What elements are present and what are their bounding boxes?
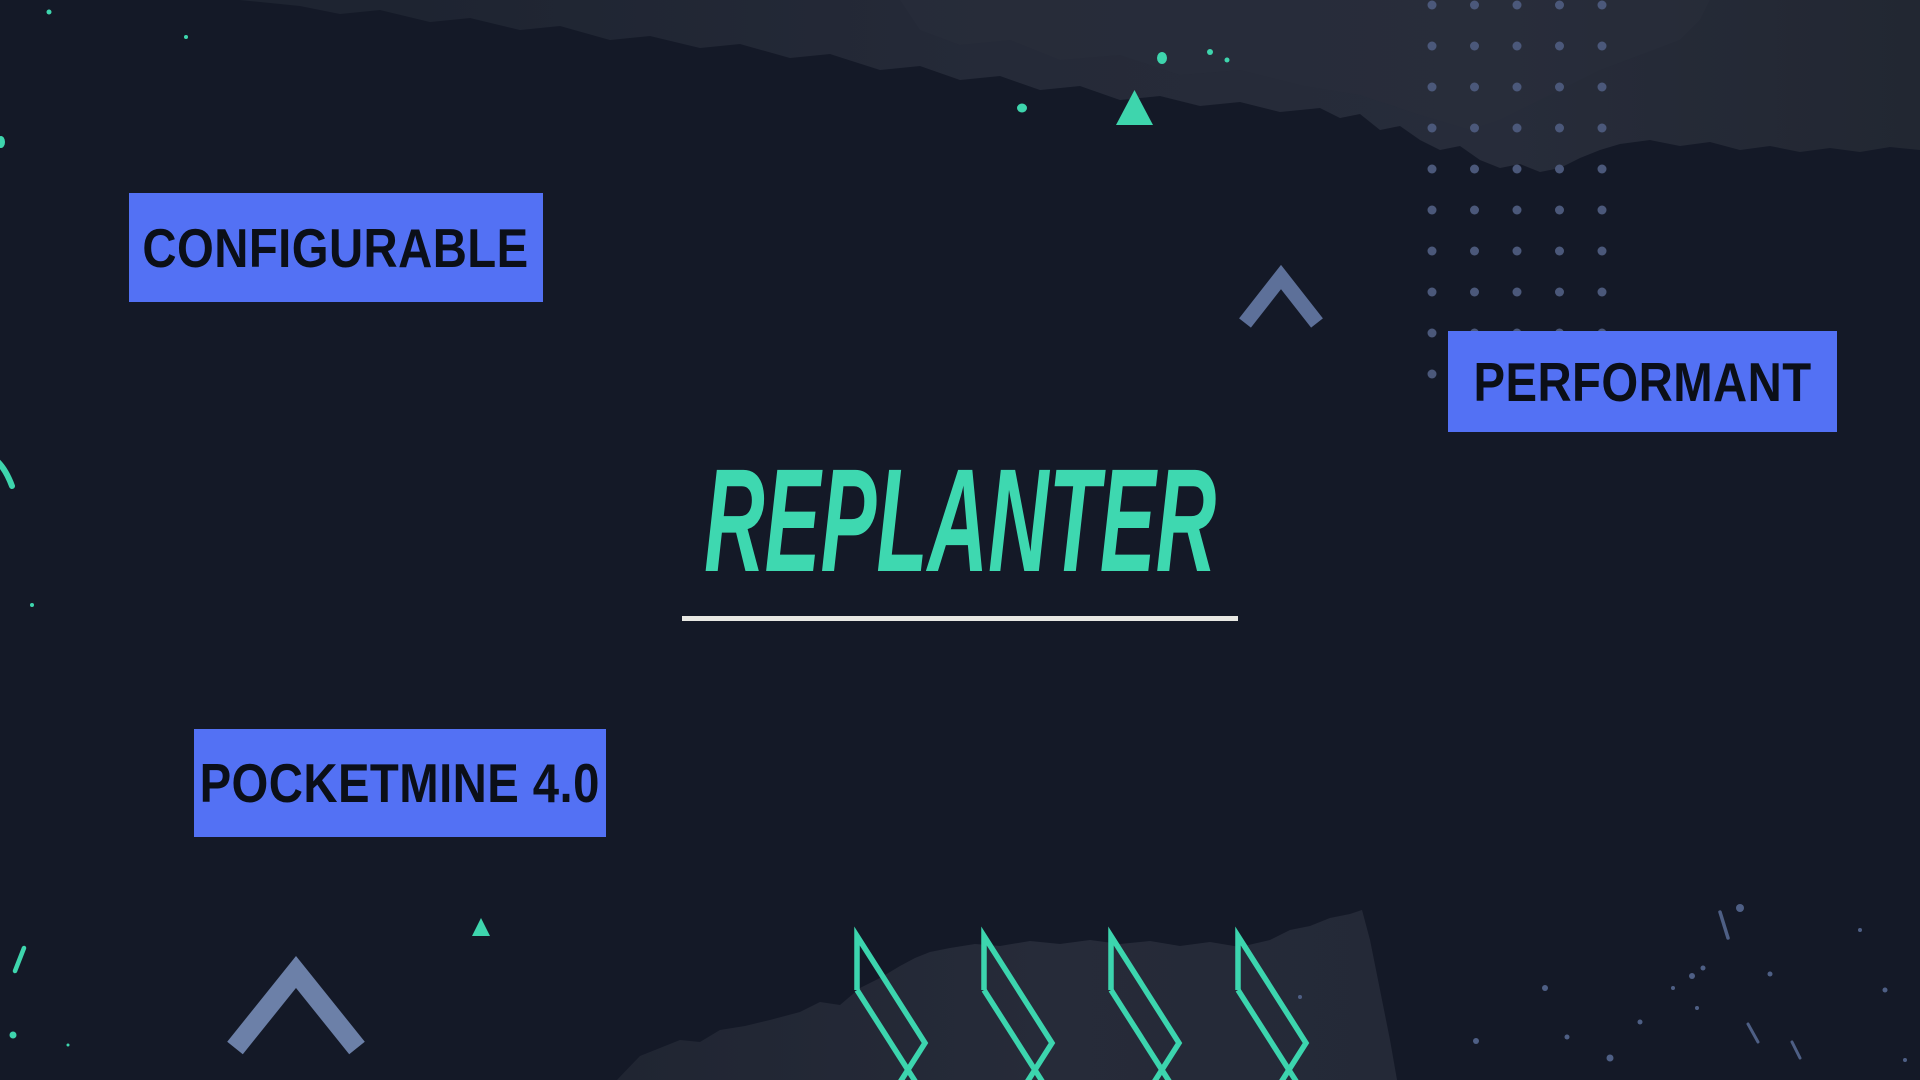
triangle-small-icon xyxy=(472,918,490,936)
torn-paper-top xyxy=(240,0,1920,172)
splatter-dashes xyxy=(1718,910,1802,1060)
chevron-right-arrows-icon xyxy=(854,926,1310,1080)
chevron-up-icon xyxy=(1239,264,1323,328)
badge-performant-label: PERFORMANT xyxy=(1473,350,1812,413)
badge-pocketmine-label: POCKETMINE 4.0 xyxy=(199,752,601,814)
triangle-icon xyxy=(1116,90,1153,125)
badge-configurable: CONFIGURABLE xyxy=(129,193,543,302)
title-underline xyxy=(682,616,1238,621)
banner-title-text: REPLANTER xyxy=(703,439,1217,603)
badge-configurable-label: CONFIGURABLE xyxy=(142,216,530,279)
paint-splatter xyxy=(1298,904,1907,1062)
torn-paper-bottom xyxy=(617,910,1397,1080)
chevron-up-icon xyxy=(227,956,365,1055)
dot-grid xyxy=(1427,0,1608,392)
banner-title: REPLANTER xyxy=(0,439,1920,603)
teal-specks xyxy=(0,9,1230,1047)
badge-pocketmine: POCKETMINE 4.0 xyxy=(194,729,606,837)
badge-performant: PERFORMANT xyxy=(1448,331,1837,432)
teal-dashes xyxy=(0,459,27,974)
